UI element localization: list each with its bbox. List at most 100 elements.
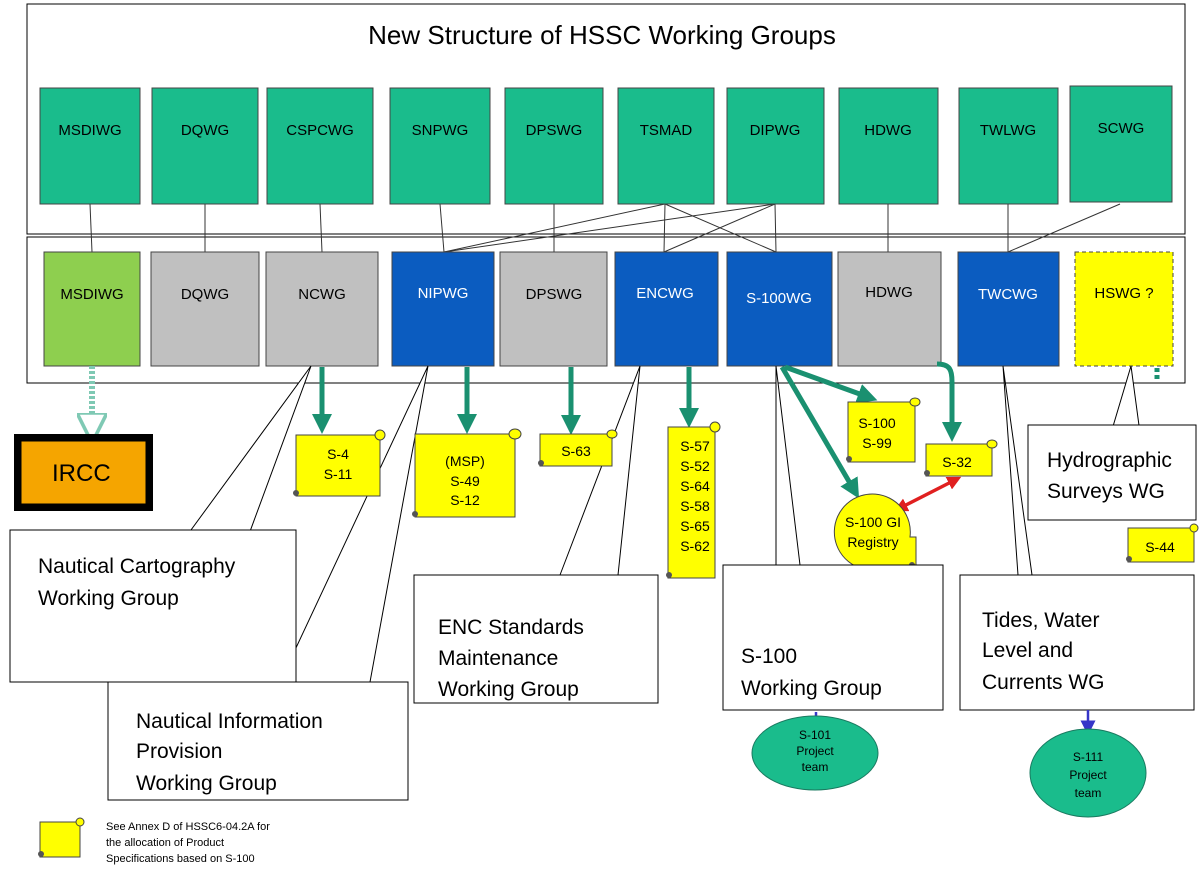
svg-text:DPSWG: DPSWG xyxy=(526,122,583,139)
svg-text:S-58: S-58 xyxy=(680,498,710,514)
registry-link-arrow xyxy=(893,476,962,512)
svg-text:S-32: S-32 xyxy=(942,454,972,470)
svg-text:S-99: S-99 xyxy=(862,435,892,451)
svg-text:Working Group: Working Group xyxy=(136,772,277,795)
svg-text:DPSWG: DPSWG xyxy=(526,286,583,303)
svg-text:TWLWG: TWLWG xyxy=(980,122,1036,139)
svg-text:Currents WG: Currents WG xyxy=(982,671,1105,694)
old-group-dqwg: DQWG xyxy=(151,87,259,205)
svg-text:S-100: S-100 xyxy=(858,415,896,431)
svg-text:team: team xyxy=(802,760,829,774)
svg-text:Maintenance: Maintenance xyxy=(438,647,558,670)
new-group-s100wg: S-100WG xyxy=(726,251,833,367)
callout-s100wg: S-100 Working Group xyxy=(722,564,944,711)
svg-text:SCWG: SCWG xyxy=(1098,120,1145,137)
svg-text:MSDIWG: MSDIWG xyxy=(60,286,123,303)
old-group-scwg: SCWG xyxy=(1069,85,1173,203)
callout-nipwg: Nautical Information Provision Working G… xyxy=(107,681,409,801)
svg-text:Registry: Registry xyxy=(847,534,898,550)
scroll-hdwg: S-32 xyxy=(924,439,998,477)
old-group-dpswg: DPSWG xyxy=(504,87,604,205)
svg-text:Working Group: Working Group xyxy=(741,677,882,700)
project-team-s111: S-111 Project team xyxy=(1029,728,1147,818)
svg-text:S-63: S-63 xyxy=(561,443,591,459)
svg-text:Surveys WG: Surveys WG xyxy=(1047,480,1165,503)
svg-text:Working Group: Working Group xyxy=(438,678,579,701)
svg-text:DIPWG: DIPWG xyxy=(750,122,801,139)
callout-hswg: Hydrographic Surveys WG xyxy=(1027,424,1197,521)
s100-gi-registry: S-100 GI Registry xyxy=(833,493,917,571)
scroll-ncwg: S-4 S-11 xyxy=(293,429,386,497)
old-group-cspcwg: CSPCWG xyxy=(266,87,374,205)
connection-lines xyxy=(89,203,1121,253)
svg-text:TWCWG: TWCWG xyxy=(978,286,1038,303)
old-group-dipwg: DIPWG xyxy=(726,87,825,205)
svg-text:S-65: S-65 xyxy=(680,518,710,534)
scroll-dpswg: S-63 xyxy=(538,429,618,467)
ircc-box: IRCC xyxy=(14,434,153,511)
new-group-nipwg: NIPWG xyxy=(391,251,495,367)
svg-text:Working Group: Working Group xyxy=(38,587,179,610)
svg-text:DQWG: DQWG xyxy=(181,122,229,139)
new-group-twcwg: TWCWG xyxy=(957,251,1060,367)
svg-text:(MSP): (MSP) xyxy=(445,453,485,469)
svg-text:the allocation of Product: the allocation of Product xyxy=(106,837,224,849)
old-group-snpwg: SNPWG xyxy=(389,87,491,205)
old-group-hdwg: HDWG xyxy=(838,87,939,205)
svg-text:S-12: S-12 xyxy=(450,492,480,508)
svg-text:NIPWG: NIPWG xyxy=(418,285,469,302)
svg-text:S-57: S-57 xyxy=(680,438,710,454)
svg-text:NCWG: NCWG xyxy=(298,286,346,303)
svg-text:HDWG: HDWG xyxy=(865,284,913,301)
svg-text:Provision: Provision xyxy=(136,740,222,763)
svg-text:S-101: S-101 xyxy=(799,728,831,742)
callout-twcwg: Tides, Water Level and Currents WG xyxy=(959,574,1195,711)
callout-encwg: ENC Standards Maintenance Working Group xyxy=(413,574,659,704)
scroll-encwg: S-57 S-52 S-64 S-58 S-65 S-62 xyxy=(666,421,721,579)
legend: See Annex D of HSSC6-04.2A for the alloc… xyxy=(38,817,270,865)
old-group-tsmad: TSMAD xyxy=(617,87,715,205)
svg-text:HDWG: HDWG xyxy=(864,122,912,139)
callout-pointers xyxy=(179,365,1146,683)
svg-text:S-100WG: S-100WG xyxy=(746,290,812,307)
svg-text:S-49: S-49 xyxy=(450,473,480,489)
new-group-dpswg: DPSWG xyxy=(499,251,608,367)
svg-text:DQWG: DQWG xyxy=(181,286,229,303)
svg-text:SNPWG: SNPWG xyxy=(412,122,469,139)
scroll-s100: S-100 S-99 xyxy=(846,397,921,463)
svg-text:S-4: S-4 xyxy=(327,446,349,462)
svg-text:CSPCWG: CSPCWG xyxy=(286,122,354,139)
svg-text:S-52: S-52 xyxy=(680,458,710,474)
new-group-dqwg: DQWG xyxy=(150,251,260,367)
svg-text:S-100 GI: S-100 GI xyxy=(845,514,901,530)
svg-text:See Annex D of HSSC6-04.2A for: See Annex D of HSSC6-04.2A for xyxy=(106,821,270,833)
svg-text:Nautical Cartography: Nautical Cartography xyxy=(38,555,236,578)
legend-scroll-icon xyxy=(38,817,85,858)
svg-text:HSWG ?: HSWG ? xyxy=(1094,285,1153,302)
svg-text:Project: Project xyxy=(796,744,834,758)
callout-ncwg: Nautical Cartography Working Group xyxy=(9,529,297,683)
svg-text:MSDIWG: MSDIWG xyxy=(58,122,121,139)
scroll-nipwg: (MSP) S-49 S-12 xyxy=(412,428,522,518)
old-group-msdiwg: MSDIWG xyxy=(39,87,141,205)
svg-text:Specifications based on S-100: Specifications based on S-100 xyxy=(106,853,255,865)
svg-text:S-44: S-44 xyxy=(1145,539,1175,555)
old-group-twlwg: TWLWG xyxy=(958,87,1059,205)
svg-text:ENC Standards: ENC Standards xyxy=(438,616,584,639)
svg-text:S-62: S-62 xyxy=(680,538,710,554)
new-group-encwg: ENCWG xyxy=(614,251,719,367)
project-team-s101: S-101 Project team xyxy=(751,715,879,791)
svg-text:S-11: S-11 xyxy=(324,466,353,482)
svg-text:ENCWG: ENCWG xyxy=(636,285,694,302)
allocation-arrows xyxy=(312,361,1160,499)
svg-text:Project: Project xyxy=(1069,768,1107,782)
new-group-ncwg: NCWG xyxy=(265,251,379,367)
svg-text:S-64: S-64 xyxy=(680,478,710,494)
svg-text:S-111: S-111 xyxy=(1073,750,1104,764)
svg-text:IRCC: IRCC xyxy=(52,460,111,487)
svg-text:Tides, Water: Tides, Water xyxy=(982,609,1099,632)
new-group-hswg: HSWG ? xyxy=(1074,251,1174,367)
svg-text:team: team xyxy=(1075,786,1102,800)
diagram-title: New Structure of HSSC Working Groups xyxy=(368,20,836,50)
